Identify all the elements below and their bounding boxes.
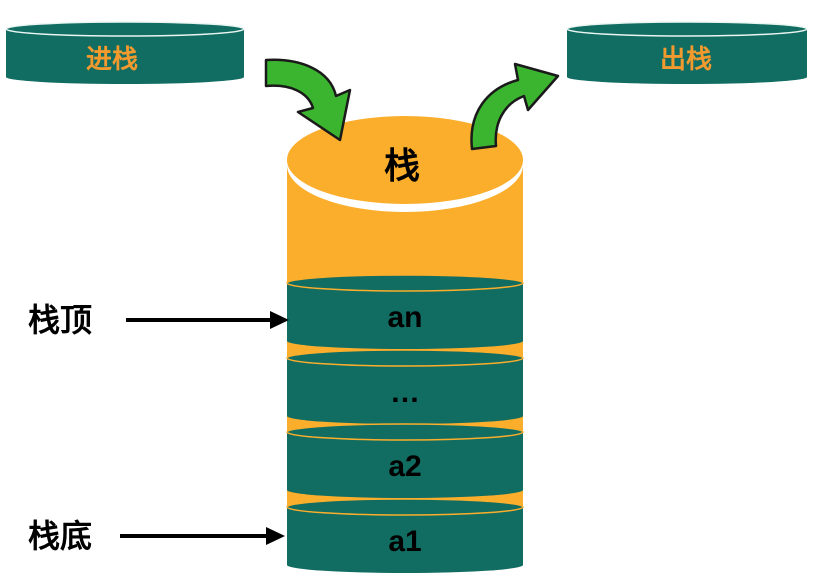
element-body xyxy=(287,507,523,573)
element-cap xyxy=(286,349,524,367)
element-body xyxy=(287,432,523,498)
stack-top-label: 栈顶 xyxy=(28,301,93,339)
element-label: … xyxy=(390,376,420,409)
push-label: 进栈 xyxy=(86,45,138,75)
element-cap xyxy=(286,423,524,441)
element-cap xyxy=(286,274,524,292)
element-label: a1 xyxy=(388,525,421,558)
stack-element: an xyxy=(286,274,524,349)
stack-top xyxy=(287,116,523,204)
stack-element: a2 xyxy=(286,423,524,498)
pop-arrow-icon xyxy=(470,62,560,151)
bottom-pointer-arrow xyxy=(120,527,285,545)
stack-bottom-label: 栈底 xyxy=(28,517,93,555)
pop-disk[interactable]: 出栈 xyxy=(566,21,808,84)
stack-element: … xyxy=(286,349,524,424)
element-label: an xyxy=(387,301,422,334)
element-label: a2 xyxy=(388,450,421,483)
stack-element: a1 xyxy=(286,498,524,573)
element-body xyxy=(287,358,523,424)
push-disk[interactable]: 进栈 xyxy=(5,21,245,84)
element-cap xyxy=(286,498,524,516)
stack-elements: an … a2 a1 xyxy=(286,274,524,573)
push-arrow-icon xyxy=(264,58,352,142)
top-pointer-arrow xyxy=(126,311,289,329)
pop-label: 出栈 xyxy=(660,45,712,75)
element-body xyxy=(287,283,523,349)
stack-title: 栈 xyxy=(384,146,420,187)
